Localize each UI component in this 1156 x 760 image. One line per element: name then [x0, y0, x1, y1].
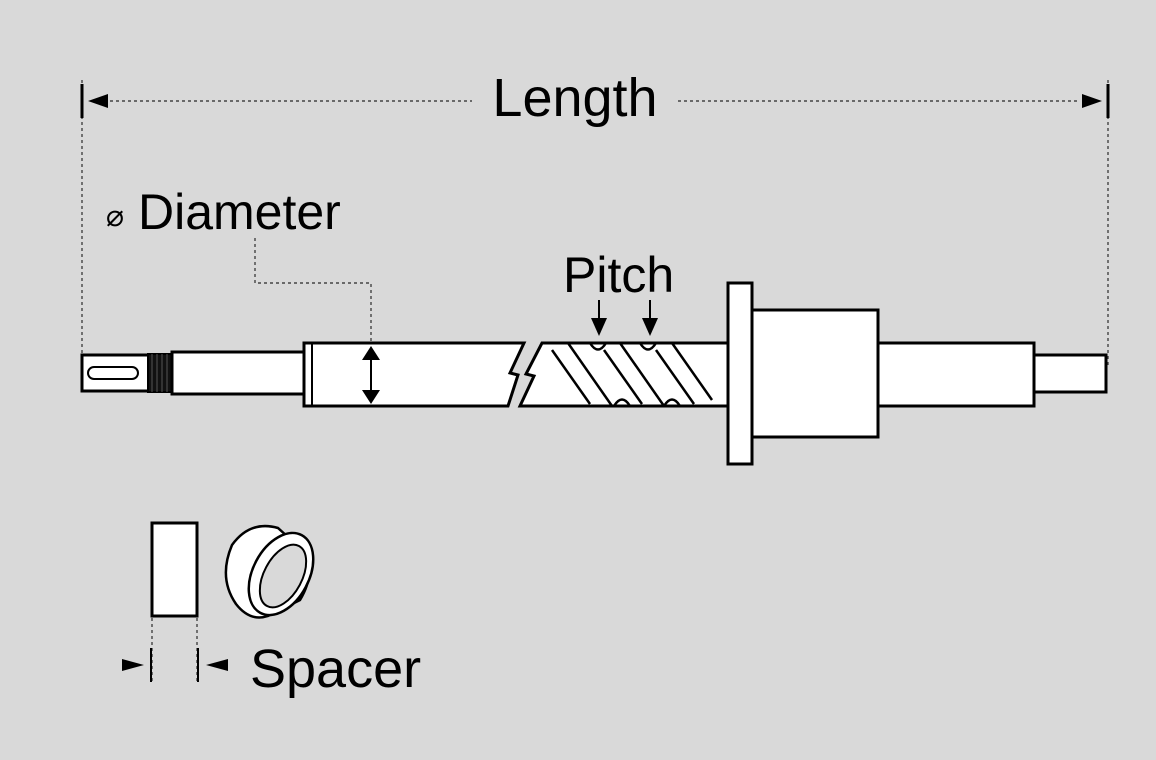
diameter-arrows	[362, 346, 380, 404]
length-label: Length	[492, 68, 657, 128]
diameter-symbol-icon: ⌀	[106, 200, 124, 233]
diameter-leader-line	[254, 238, 372, 344]
key-slot-icon	[87, 366, 139, 380]
spacer-label: Spacer	[250, 639, 421, 699]
screw-body-right	[517, 341, 732, 408]
length-dimension: Length	[80, 68, 1110, 365]
shaft-end-left	[80, 353, 152, 393]
length-arrow-left	[88, 94, 108, 108]
pitch-arrow-right	[642, 318, 658, 336]
thread-grooves	[550, 342, 714, 407]
nut-flange	[726, 281, 754, 466]
pitch-arrow-left	[591, 318, 607, 336]
shaft-journal-left	[170, 350, 306, 396]
pitch-label: Pitch	[563, 247, 674, 303]
spacer-arrow-left	[122, 659, 144, 671]
diameter-label: Diameter	[138, 184, 341, 240]
shaft-journal-right	[876, 341, 1036, 408]
pitch-annotation: Pitch	[563, 247, 674, 336]
length-arrow-right	[1082, 94, 1102, 108]
lock-thread-lines	[151, 354, 168, 392]
nut-body	[750, 308, 880, 439]
spacer-arrow-right	[206, 659, 228, 671]
spacer-ring-icon	[224, 524, 315, 619]
shaft-end-right	[1032, 353, 1108, 394]
ball-screw-shaft	[80, 281, 1108, 466]
spacer-side-view	[150, 521, 199, 618]
screw-body-left	[302, 341, 527, 408]
diameter-annotation: ⌀ Diameter	[106, 184, 372, 344]
spacer-illustration: Spacer	[122, 521, 421, 699]
